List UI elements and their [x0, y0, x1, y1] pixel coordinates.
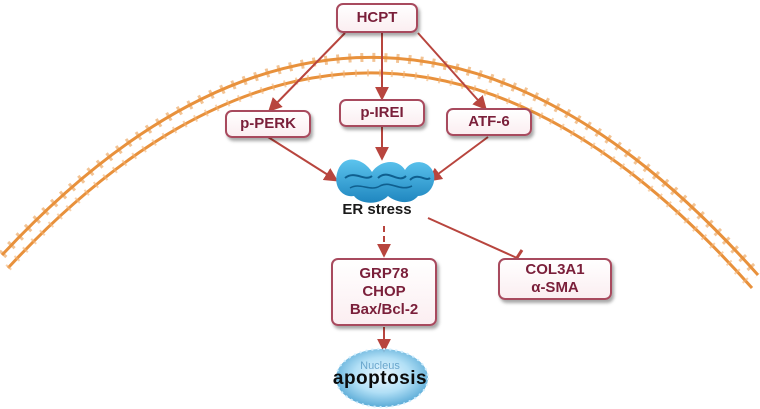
ire1-label: p-IREI — [360, 104, 404, 121]
apoptosis-label: apoptosis — [332, 368, 428, 389]
arrow-hcpt-to-atf6 — [417, 32, 487, 111]
atf6-box: ATF-6 — [446, 108, 532, 136]
arrow-hcpt-to-perk — [268, 32, 346, 113]
hcpt-label: HCPT — [356, 9, 398, 26]
marker-alpha-sma: α-SMA — [531, 279, 579, 296]
er-stress-label: ER stress — [342, 201, 412, 218]
inhibited-markers-box: COL3A1 α-SMA — [498, 258, 612, 300]
cell-membrane-icon — [0, 53, 760, 291]
pathway-arrows — [267, 32, 524, 353]
marker-chop: CHOP — [362, 283, 406, 300]
arrow-atf6-to-er — [427, 136, 489, 182]
nucleus-icon — [335, 348, 429, 408]
arrow-perk-to-er — [267, 136, 339, 182]
ire1-box: p-IREI — [339, 99, 425, 127]
marker-col3a1: COL3A1 — [525, 261, 585, 278]
endoplasmic-reticulum-icon — [336, 159, 435, 203]
downstream-markers-box: GRP78 CHOP Bax/Bcl-2 — [331, 258, 437, 326]
marker-bax-bcl2: Bax/Bcl-2 — [349, 301, 419, 318]
hcpt-box: HCPT — [336, 3, 418, 33]
marker-grp78: GRP78 — [359, 265, 409, 282]
nucleus-label: Nucleus — [360, 360, 400, 372]
perk-box: p-PERK — [225, 110, 311, 138]
atf6-label: ATF-6 — [468, 113, 510, 130]
perk-label: p-PERK — [240, 115, 296, 132]
inhibit-er-to-col3a1 — [427, 217, 518, 259]
